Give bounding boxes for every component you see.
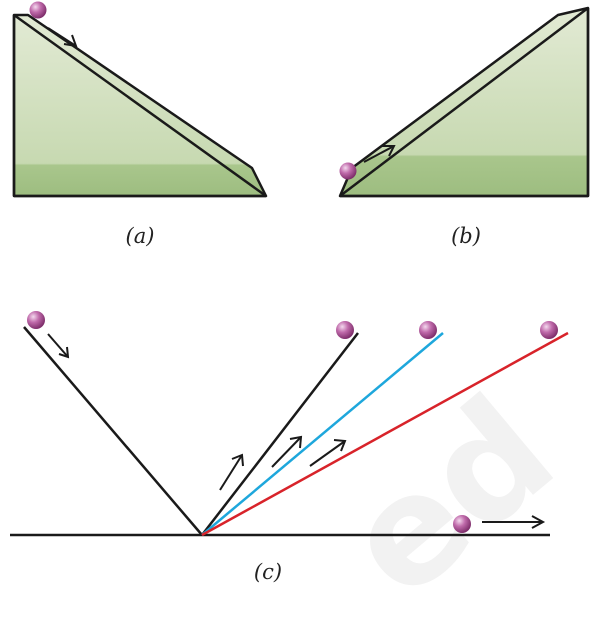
- blue-ascent-track: [201, 332, 444, 536]
- caption-c: (c): [253, 560, 283, 584]
- arrow-icon: [482, 515, 546, 529]
- ball-c-red: [540, 321, 558, 339]
- ball-b: [339, 162, 357, 180]
- arrow-icon: [271, 435, 303, 468]
- black-ascent-track: [201, 332, 359, 536]
- inclined-planes-diagram: [10, 1, 590, 537]
- ball-c-ground: [453, 515, 471, 533]
- caption-a: (a): [125, 224, 155, 248]
- ball-a: [29, 1, 47, 19]
- ball-c-blue: [419, 321, 437, 339]
- arrow-icon: [47, 333, 70, 359]
- left-descent-track: [23, 326, 203, 536]
- arrow-icon: [363, 145, 396, 163]
- ball-c-start: [27, 311, 45, 329]
- tracks-c: [10, 311, 569, 537]
- arrow-icon: [309, 439, 347, 467]
- incline-b-edge: [339, 7, 589, 197]
- ball-c-black: [336, 321, 354, 339]
- arrow-icon: [47, 27, 78, 48]
- caption-b: (b): [451, 224, 481, 248]
- red-ascent-track: [201, 331, 569, 537]
- incline-b: [338, 6, 590, 198]
- arrow-icon: [219, 453, 244, 491]
- incline-a-edge: [13, 13, 267, 198]
- incline-a: [12, 1, 268, 198]
